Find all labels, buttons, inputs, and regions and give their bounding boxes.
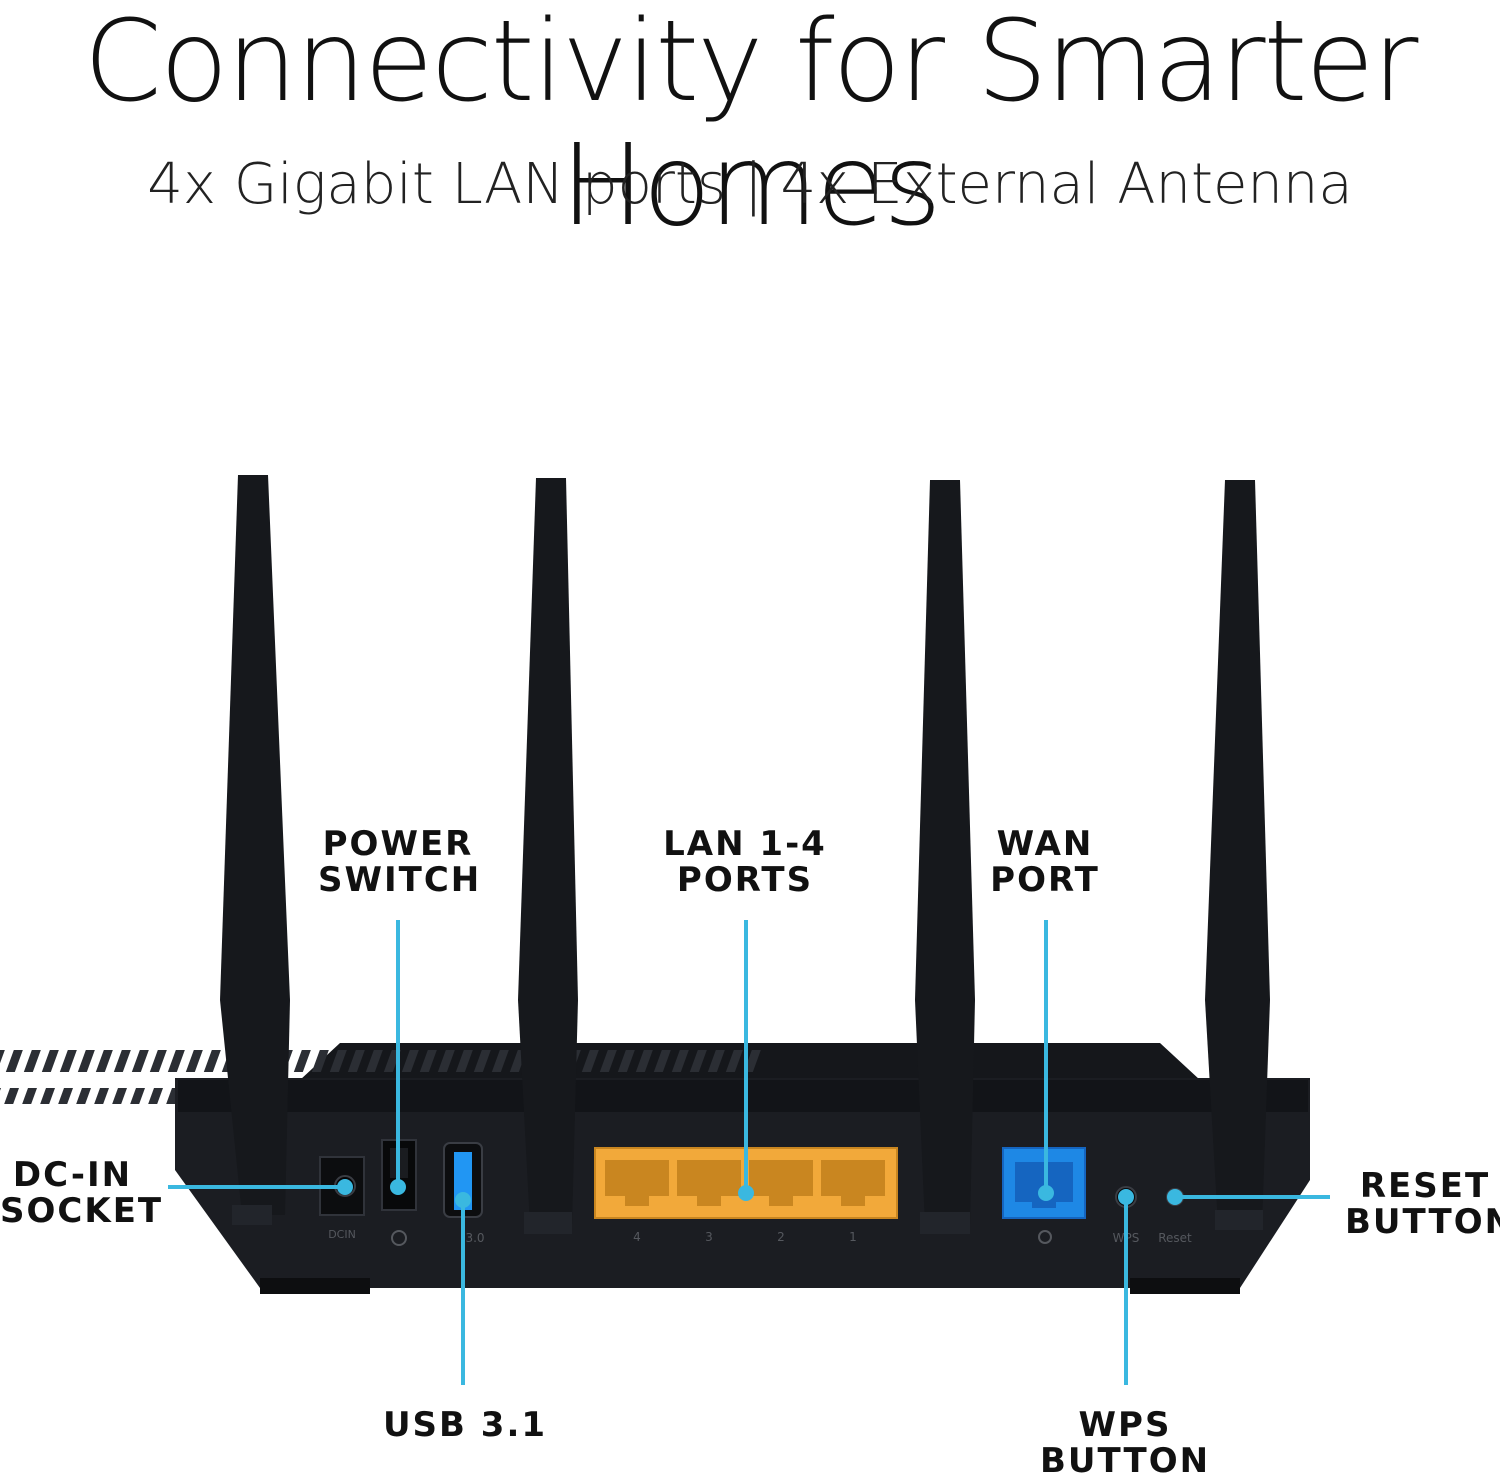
vent-slot bbox=[491, 1050, 509, 1072]
vent-slot bbox=[365, 1050, 383, 1072]
callout-dc-in-line1: DC-IN bbox=[12, 1155, 133, 1195]
vent-slot bbox=[347, 1050, 365, 1072]
vent-slot bbox=[131, 1050, 149, 1072]
router-foot-right bbox=[1130, 1278, 1240, 1294]
vent-slot bbox=[94, 1088, 110, 1104]
vent-slot bbox=[41, 1050, 59, 1072]
vent-slot bbox=[635, 1050, 653, 1072]
reset-dot bbox=[1167, 1189, 1183, 1205]
vent-slot bbox=[95, 1050, 113, 1072]
antenna-1 bbox=[220, 475, 290, 1225]
vent-slot bbox=[22, 1088, 38, 1104]
reset-panel-label: Reset bbox=[1158, 1231, 1192, 1245]
lan-ports-dot bbox=[738, 1185, 754, 1201]
vent-slot bbox=[671, 1050, 689, 1072]
lan-port-socket bbox=[677, 1160, 741, 1196]
vent-slot bbox=[148, 1088, 164, 1104]
lan-port-clip bbox=[769, 1194, 793, 1206]
vent-slot bbox=[725, 1050, 743, 1072]
globe-icon bbox=[1038, 1230, 1052, 1244]
vent-slot bbox=[707, 1050, 725, 1072]
vent-slot bbox=[437, 1050, 455, 1072]
callout-usb-line1: USB 3.1 bbox=[382, 1405, 548, 1445]
antenna-4 bbox=[1205, 480, 1270, 1230]
antenna-2 bbox=[518, 478, 578, 1234]
vent-slot bbox=[76, 1088, 92, 1104]
callout-lines bbox=[168, 920, 1330, 1385]
lan-port-number: 1 bbox=[849, 1230, 857, 1244]
page-subtitle: 4x Gigabit LAN ports | 4x External Anten… bbox=[147, 152, 1353, 217]
callout-reset-button-line1: RESET bbox=[1359, 1166, 1491, 1206]
callout-lan-ports-line2: PORTS bbox=[676, 860, 814, 900]
callout-lan-ports-line1: LAN 1-4 bbox=[663, 824, 827, 864]
callout-wan-port-line2: PORT bbox=[990, 860, 1100, 900]
dc-panel-label: DCIN bbox=[328, 1228, 356, 1241]
vent-slot bbox=[112, 1088, 128, 1104]
callout-usb: USB 3.1 bbox=[375, 1407, 555, 1443]
vent-slot bbox=[167, 1050, 185, 1072]
vent-slot bbox=[581, 1050, 599, 1072]
vent-slot bbox=[113, 1050, 131, 1072]
vent-slot bbox=[58, 1088, 74, 1104]
vent-slot bbox=[293, 1050, 311, 1072]
callout-reset-button-line2: BUTTON bbox=[1345, 1202, 1500, 1242]
callout-dc-in: DC-IN SOCKET bbox=[0, 1155, 164, 1231]
lan-port-clip bbox=[625, 1194, 649, 1206]
callout-wan-port: WAN PORT bbox=[975, 826, 1115, 898]
vent-slot bbox=[0, 1050, 5, 1072]
callout-wan-port-line1: WAN bbox=[996, 824, 1094, 864]
callout-wps-button-line1: WPS bbox=[1078, 1405, 1172, 1445]
vent-slot bbox=[4, 1088, 20, 1104]
page-title: Connectivity for Smarter Homes bbox=[83, 0, 1419, 251]
callout-wps-button-line2: BUTTON bbox=[1040, 1441, 1211, 1481]
vent-slot bbox=[401, 1050, 419, 1072]
vent-slot bbox=[40, 1088, 56, 1104]
vent-slot bbox=[23, 1050, 41, 1072]
vent-slot bbox=[59, 1050, 77, 1072]
lan-port-socket bbox=[605, 1160, 669, 1196]
lan-port-socket bbox=[821, 1160, 885, 1196]
vent-slot bbox=[77, 1050, 95, 1072]
vent-slot bbox=[743, 1050, 761, 1072]
callout-power-switch-line2: SWITCH bbox=[318, 860, 482, 900]
lan-port-clip bbox=[697, 1194, 721, 1206]
vent-slot bbox=[689, 1050, 707, 1072]
vent-slot bbox=[419, 1050, 437, 1072]
lan-port-socket bbox=[749, 1160, 813, 1196]
vent-slot bbox=[203, 1050, 221, 1072]
vent-slot bbox=[599, 1050, 617, 1072]
lan-port-number: 2 bbox=[777, 1230, 785, 1244]
callout-dc-in-line2: SOCKET bbox=[0, 1191, 164, 1231]
lan-port-number: 3 bbox=[705, 1230, 713, 1244]
vent-slot bbox=[329, 1050, 347, 1072]
vent-slot bbox=[473, 1050, 491, 1072]
dc-in-dot bbox=[337, 1179, 353, 1195]
usb-dot bbox=[455, 1192, 471, 1208]
callout-wps-button: WPS BUTTON bbox=[1040, 1407, 1210, 1479]
vent-slot bbox=[149, 1050, 167, 1072]
vent-slot bbox=[130, 1088, 146, 1104]
router-foot-left bbox=[260, 1278, 370, 1294]
vent-slot bbox=[0, 1088, 2, 1104]
callout-lan-ports: LAN 1-4 PORTS bbox=[655, 826, 835, 898]
wan-port-dot bbox=[1038, 1185, 1054, 1201]
lan-port-number: 4 bbox=[633, 1230, 641, 1244]
vent-slot bbox=[185, 1050, 203, 1072]
wps-dot bbox=[1118, 1189, 1134, 1205]
router-vent-band bbox=[178, 1080, 1308, 1112]
callout-power-switch-line1: POWER bbox=[322, 824, 474, 864]
vent-slot bbox=[653, 1050, 671, 1072]
lan-port-clip bbox=[841, 1194, 865, 1206]
vent-slot bbox=[311, 1050, 329, 1072]
power-switch-dot bbox=[390, 1179, 406, 1195]
callout-power-switch: POWER SWITCH bbox=[318, 824, 482, 900]
vent-slot bbox=[617, 1050, 635, 1072]
power-icon bbox=[391, 1230, 407, 1246]
vent-slot bbox=[5, 1050, 23, 1072]
antenna-3 bbox=[915, 480, 975, 1234]
vent-slot bbox=[455, 1050, 473, 1072]
usb-panel-label: 3.0 bbox=[465, 1231, 484, 1245]
callout-reset-button: RESET BUTTON bbox=[1345, 1168, 1500, 1240]
